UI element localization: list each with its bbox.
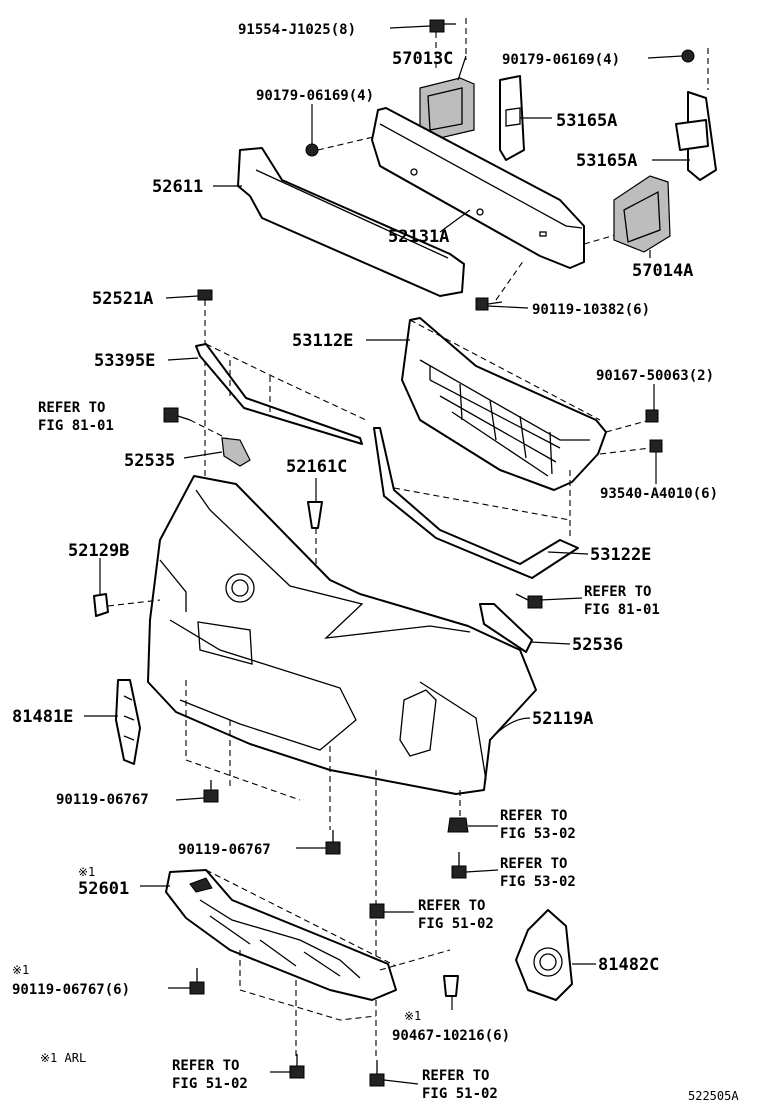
clip-fig-5102-a [369,903,385,919]
label-52119a: 52119A [532,709,593,729]
bolt-91554 [429,19,456,33]
bolt-90119-06767-a [203,780,219,803]
label-52131a: 52131A [388,227,449,247]
label-52601: 52601 [78,879,129,899]
label-refer-5302-a-1: REFER TO [500,808,567,824]
label-90119-06767-a: 90119-06767 [56,792,149,808]
label-refer-5102-a-2: FIG 51-02 [418,916,494,932]
under-cover-52601 [165,869,397,1001]
label-refer-5102-b-1: REFER TO [172,1058,239,1074]
footnote: ※1 ARL [40,1051,86,1065]
clip-52521a [197,289,213,301]
label-52161c: 52161C [286,457,347,477]
label-52129b: 52129B [68,541,129,561]
nut-90179-right [681,49,695,63]
retainer-57014a [613,175,671,253]
bracket-52535 [221,437,251,467]
label-90179-left: 90179-06169(4) [256,88,374,104]
label-refer-5102-a-1: REFER TO [418,898,485,914]
label-52611: 52611 [152,177,203,197]
label-refer-8101-b-1: REFER TO [584,584,651,600]
label-refer-5302-b-1: REFER TO [500,856,567,872]
grille-mesh [429,366,561,477]
label-52521a: 52521A [92,289,153,309]
bolt-90119-06767-b [325,830,341,855]
label-refer-5102-c-2: FIG 51-02 [422,1086,498,1102]
label-90467: 90467-10216(6) [392,1028,510,1044]
label-refer-8101-a-1: REFER TO [38,400,105,416]
label-refer-5302-a-2: FIG 53-02 [500,826,576,842]
label-90179-right: 90179-06169(4) [502,52,620,68]
label-refer-5302-b-2: FIG 53-02 [500,874,576,890]
label-90119-10382: 90119-10382(6) [532,302,650,318]
screw-93540 [649,439,663,453]
reinforcement-52131a [371,107,585,269]
bolt-fig-8101-left [163,407,191,423]
retainer-57013c [419,77,475,139]
label-53122e: 53122E [590,545,651,565]
part-labels: 91554-J1025(8) 57013C 90179-06169(4) 901… [12,22,739,1103]
label-refer-8101-a-2: FIG 81-01 [38,418,114,434]
label-90167: 90167-50063(2) [596,368,714,384]
diagram-id: 522505A [688,1089,739,1103]
label-53165a-1: 53165A [556,111,617,131]
bolt-fig-8101-right [515,593,543,609]
bolt-fig-5102-b [289,1054,305,1079]
bolt-90119-10382 [475,297,503,311]
label-52536: 52536 [572,635,623,655]
label-mark1-a: ※1 [78,865,95,879]
label-90119-06767-c: 90119-06767(6) [12,982,130,998]
bracket-52536 [479,603,533,653]
label-53165a-2: 53165A [576,151,637,171]
clip-52161c [307,501,323,529]
nut-90179-left [305,143,319,157]
label-81481e: 81481E [12,707,73,727]
clip-90167 [645,409,659,423]
label-53112e: 53112E [292,331,353,351]
label-mark1-c: ※1 [404,1009,421,1023]
label-refer-8101-b-2: FIG 81-01 [584,602,660,618]
clip-fig-5302-a [447,817,469,833]
label-57014a: 57014A [632,261,693,281]
bracket-53165a-left [499,75,525,161]
grille-53122e [373,427,579,579]
grille-53112e [401,317,607,491]
bolt-fig-5302-b [451,852,467,879]
label-52535: 52535 [124,451,175,471]
bolt-fig-5102-c [369,1060,385,1087]
label-93540: 93540-A4010(6) [600,486,718,502]
leader-lines [84,25,690,1085]
label-refer-5102-c-1: REFER TO [422,1068,489,1084]
label-90119-06767-b: 90119-06767 [178,842,271,858]
label-57013c: 57013C [392,49,453,69]
moulding-53395e [195,343,363,445]
clip-90467 [443,975,459,997]
label-81482c: 81482C [598,955,659,975]
clip-52129b [93,593,109,617]
label-53395e: 53395E [94,351,155,371]
label-refer-5102-b-2: FIG 51-02 [172,1076,248,1092]
cover-81481e [115,679,141,765]
absorber-52611 [237,147,465,297]
label-91554: 91554-J1025(8) [238,22,356,38]
bracket-53165a-right [675,91,717,181]
fog-cover-81482c [515,909,573,1001]
bolt-90119-06767-c [189,968,205,995]
bumper-cover-52119a [147,475,537,795]
label-mark1-b: ※1 [12,963,29,977]
